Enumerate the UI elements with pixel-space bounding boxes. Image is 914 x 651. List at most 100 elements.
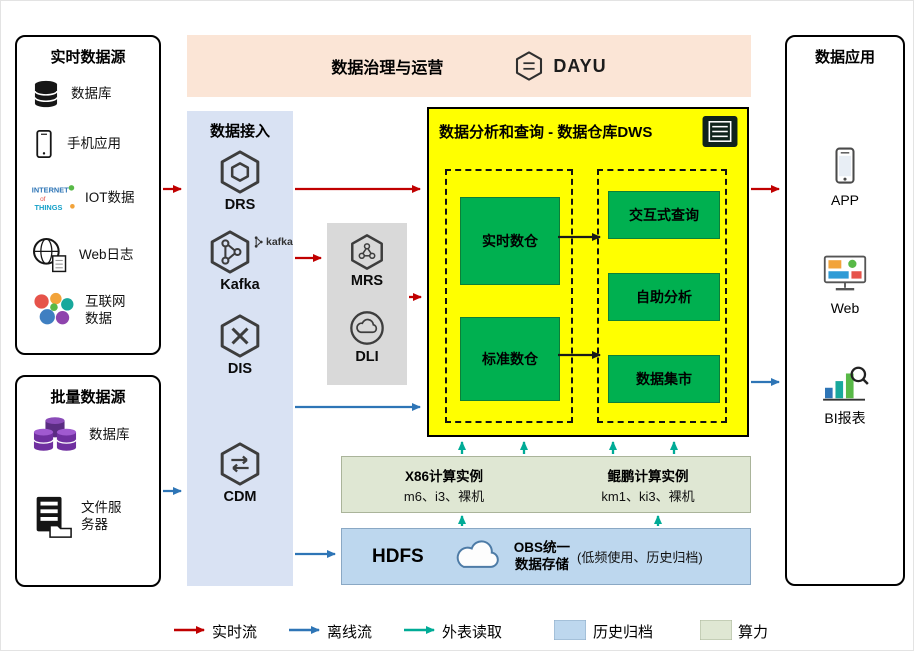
- svg-text:THINGS: THINGS: [35, 203, 63, 212]
- service-mrs: MRS: [327, 233, 407, 289]
- x86-compute-group: X86计算实例 m6、i3、裸机: [342, 457, 546, 512]
- source-item-label: 手机应用: [67, 135, 121, 151]
- legend-label-external: 外表读取: [442, 624, 503, 641]
- dws-title: 数据分析和查询 - 数据仓库DWS: [439, 124, 653, 141]
- data-applications-title: 数据应用: [814, 49, 875, 66]
- legend-swatch-archive: [554, 620, 586, 640]
- x86-compute-title: X86计算实例: [404, 468, 484, 484]
- dws-titlebar: 数据分析和查询 - 数据仓库DWS: [439, 115, 739, 148]
- kafka-wordmark: kafka: [253, 235, 293, 249]
- source-item-label: 互联网数据: [85, 294, 126, 326]
- service-dis: DIS: [187, 313, 293, 377]
- service-label: DRS: [224, 197, 256, 213]
- legend-swatch-compute: [700, 620, 732, 640]
- dws-warehouse-panel: 数据分析和查询 - 数据仓库DWS 实时数仓 标准数仓 交互式查询 自助分析 数…: [427, 107, 749, 437]
- source-item-file-server: 文件服务器: [29, 495, 153, 539]
- dayu-hexagon-icon: [516, 51, 543, 81]
- kunpeng-compute-title: 鲲鹏计算实例: [607, 468, 689, 484]
- hdfs-label: HDFS: [372, 545, 424, 567]
- source-item-label: 文件服务器: [81, 500, 122, 532]
- compute-swatch-rect: [700, 620, 732, 640]
- service-label: MRS: [350, 273, 384, 289]
- kunpeng-compute-group: 鲲鹏计算实例 km1、ki3、裸机: [546, 457, 750, 512]
- service-label: DLI: [355, 349, 379, 365]
- source-item-batch-database: 数据库: [29, 413, 153, 457]
- obs-title-line1: OBS统一: [513, 540, 570, 556]
- service-kafka: Kafka: [187, 229, 293, 293]
- dli-cloud-icon: [350, 311, 384, 345]
- archive-swatch-rect: [554, 620, 586, 640]
- analytics-group: 交互式查询 自助分析 数据集市: [597, 169, 727, 423]
- application-item-bi: BI报表: [787, 363, 903, 428]
- self-service-analysis-box: 自助分析: [608, 273, 720, 321]
- source-item-internet-data: 互联网数据: [29, 291, 153, 331]
- governance-banner: 数据治理与运营 DAYU: [187, 35, 751, 97]
- source-item-database: 数据库: [29, 77, 153, 111]
- source-item-label: 数据库: [71, 85, 112, 101]
- obs-title-line2: 数据存储: [514, 556, 569, 572]
- legend: 实时流 离线流 外表读取 历史归档 算力: [1, 611, 913, 650]
- svg-text:of: of: [40, 196, 46, 203]
- batch-sources-title: 批量数据源: [50, 389, 126, 406]
- obs-title: OBS统一 数据存储: [514, 540, 570, 572]
- application-label: BI报表: [824, 410, 866, 426]
- database-icon: [34, 80, 58, 108]
- dws-document-icon: [702, 115, 738, 148]
- svg-text:INTERNET: INTERNET: [32, 185, 69, 194]
- purple-database-icon: [33, 417, 77, 451]
- data-ingestion-panel: 数据接入 DRS Kafka: [187, 111, 293, 586]
- kafka-wordmark-text: kafka: [266, 236, 293, 248]
- file-server-icon: [36, 496, 72, 538]
- data-mart-box: 数据集市: [608, 355, 720, 403]
- application-label: Web: [830, 300, 860, 316]
- source-item-web-log: Web日志: [29, 235, 153, 275]
- service-label: CDM: [223, 489, 257, 505]
- service-drs: DRS: [187, 149, 293, 213]
- application-item-web: Web: [787, 253, 903, 316]
- service-label: DIS: [227, 361, 253, 377]
- source-item-iot: INTERNET of THINGS IOT数据: [29, 179, 153, 217]
- iot-icon: INTERNET of THINGS: [32, 185, 75, 212]
- governance-title: 数据治理与运营: [331, 60, 444, 77]
- internet-data-icon: [34, 292, 74, 325]
- warehouse-group: 实时数仓 标准数仓: [445, 169, 573, 423]
- dayu-logo-text: DAYU: [553, 55, 607, 76]
- obs-cloud-icon: [456, 539, 499, 568]
- legend-label-realtime: 实时流: [212, 624, 258, 641]
- service-cdm: CDM: [187, 441, 293, 505]
- cdm-hexagon-icon: [220, 442, 260, 486]
- source-item-label: 数据库: [89, 426, 130, 442]
- service-label: Kafka: [220, 277, 260, 293]
- kafka-hexagon-icon: [210, 230, 250, 274]
- legend-label-offline: 离线流: [327, 624, 373, 641]
- kafka-logo-icon: [254, 236, 263, 248]
- realtime-sources-title: 实时数据源: [50, 49, 126, 66]
- data-ingestion-title: 数据接入: [209, 123, 270, 140]
- data-applications-panel: 数据应用 APP Web: [785, 35, 905, 586]
- dis-hexagon-icon: [220, 314, 260, 358]
- interactive-query-box: 交互式查询: [608, 191, 720, 239]
- mobile-phone-icon: [36, 129, 52, 159]
- app-phone-icon: [835, 147, 855, 184]
- standard-warehouse-box: 标准数仓: [460, 317, 560, 401]
- kunpeng-compute-models: km1、ki3、裸机: [601, 488, 695, 504]
- processing-panel: MRS DLI: [327, 223, 407, 385]
- mrs-hexagon-icon: [351, 234, 383, 270]
- obs-note: (低频使用、历史归档): [577, 550, 703, 565]
- application-item-app: APP: [787, 145, 903, 208]
- source-item-label: Web日志: [79, 246, 134, 262]
- storage-panel: HDFS OBS统一 数据存储 (低频使用、历史归档): [341, 528, 751, 585]
- source-item-mobile-app: 手机应用: [29, 125, 153, 163]
- web-log-globe-icon: [33, 238, 67, 273]
- x86-compute-models: m6、i3、裸机: [403, 488, 485, 504]
- drs-hexagon-icon: [220, 150, 260, 194]
- service-dli: DLI: [327, 309, 407, 365]
- source-item-label: IOT数据: [85, 189, 135, 205]
- dayu-logo: DAYU: [513, 50, 606, 82]
- realtime-warehouse-box: 实时数仓: [460, 197, 560, 285]
- compute-instances-panel: X86计算实例 m6、i3、裸机 鲲鹏计算实例 km1、ki3、裸机: [341, 456, 751, 513]
- legend-label-compute: 算力: [738, 624, 769, 641]
- web-monitor-icon: [823, 255, 867, 291]
- batch-sources-panel: 批量数据源 数据库 文件服务器: [15, 375, 161, 587]
- application-label: APP: [830, 192, 859, 208]
